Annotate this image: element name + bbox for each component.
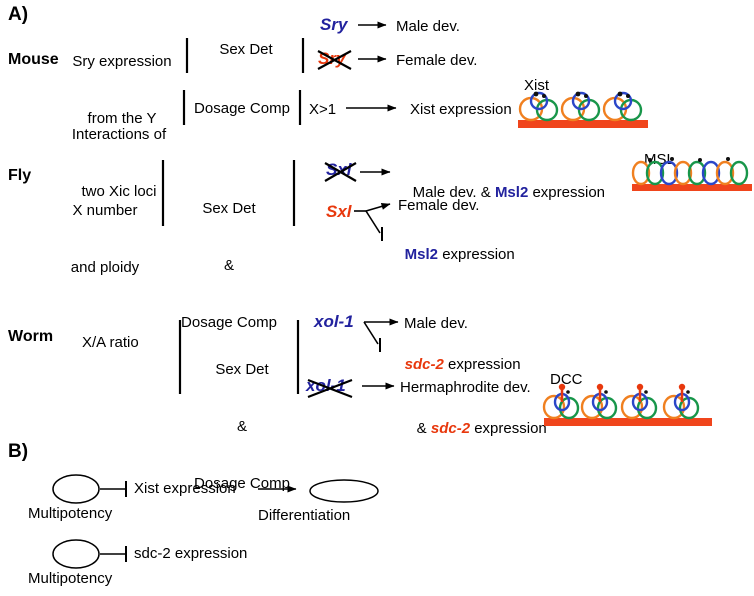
worm-process: Sex Det & Dosage Comp [186, 322, 298, 531]
organism-label-worm: Worm [8, 328, 54, 345]
gene-sry-inactive: Sry [318, 49, 346, 68]
mouse-signal-1-line2: from the Y [87, 110, 157, 127]
outcome-female-dev-fly: Female dev. [398, 197, 480, 214]
fly-signal-line2: and ploidy [70, 259, 140, 276]
multipotent-cell-icon [52, 474, 100, 504]
sdc2-repression-label: sdc-2 expression [134, 545, 248, 562]
gene-xol1-inactive: xol-1 [306, 376, 346, 395]
gene-xol1-active: xol-1 [314, 312, 354, 331]
outcome-xist-expression: Xist expression [410, 101, 512, 118]
arrow-sxl-female [365, 203, 391, 212]
dcc-chromatin-icon [542, 383, 712, 426]
fly-male-outcome: Male dev. & Msl2 expression [396, 164, 605, 221]
fly-msl2-repressed-post: expression [438, 246, 515, 263]
fly-male-outcome-pre: Male dev. & [412, 184, 495, 201]
multipotency-label-2: Multipotency [28, 570, 113, 587]
gene-msl2-expressed: Msl2 [494, 184, 529, 201]
mouse-signal-2: Interactions of two Xic loci [54, 87, 184, 239]
mouse-signal-2-line1: Interactions of [71, 126, 167, 143]
fly-male-outcome-post: expression [528, 184, 606, 201]
outcome-female-dev-mouse: Female dev. [396, 52, 478, 69]
xist-repression-label: Xist expression [134, 480, 236, 497]
panel-a-label: A) [8, 4, 29, 25]
panel-b-label: B) [8, 441, 29, 462]
worm-process-line1: Sex Det [215, 361, 269, 378]
differentiated-cell-icon [309, 479, 379, 503]
fly-signal-line1: X number [72, 202, 138, 219]
mouse-signal-2-line2: two Xic loci [81, 183, 157, 200]
outcome-male-dev-worm: Male dev. [404, 315, 468, 332]
fly-process: Sex Det & Dosage Comp [168, 161, 290, 370]
condition-x-gt-1: X>1 [309, 101, 337, 118]
gene-sxl-active: Sxl [326, 202, 352, 221]
dcc-graphic-label: DCC [550, 371, 583, 388]
worm-sdc2-repressed: sdc-2 expression [388, 336, 521, 393]
fly-process-line3: Dosage Comp [181, 314, 277, 331]
fly-msl2-repressed: Msl2 expression [388, 226, 515, 283]
fly-signal: X number and ploidy [48, 163, 162, 315]
gene-sdc2-repressed: sdc-2 [404, 356, 444, 373]
mouse-signal-1-line1: Sry expression [72, 53, 172, 70]
gene-msl2-repressed: Msl2 [404, 246, 439, 263]
organism-label-fly: Fly [8, 167, 32, 184]
organism-label-mouse: Mouse [8, 51, 59, 68]
multipotency-label-1: Multipotency [28, 505, 113, 522]
differentiation-label: Differentiation [258, 507, 351, 524]
mouse-process-sexdet: Sex Det [219, 41, 273, 58]
multipotent-cell-icon [52, 539, 100, 569]
inhibition-line-sdc2 [363, 321, 379, 345]
outcome-male-dev-mouse: Male dev. [396, 18, 460, 35]
worm-sdc2-expressed-line: & sdc-2 expression [400, 400, 547, 457]
outcome-hermaphrodite: Hermaphrodite dev. [400, 379, 531, 396]
fly-process-line1: Sex Det [202, 200, 256, 217]
xist-chromatin-icon [518, 91, 648, 128]
worm-sdc2-repressed-post: expression [443, 356, 521, 373]
worm-process-line2: & [236, 418, 247, 435]
msl-graphic-label: MSL [644, 151, 675, 168]
worm-sdc2-expressed-pre: & [416, 420, 431, 437]
worm-sdc2-expressed-post: expression [470, 420, 547, 437]
gene-sry-active: Sry [320, 15, 348, 34]
gene-sxl-inactive: Sxl [326, 160, 352, 179]
fly-process-line2: & [223, 257, 234, 274]
worm-process-line3: Dosage Comp [194, 475, 290, 492]
xist-graphic-label: Xist [524, 77, 550, 94]
mouse-signal-1: Sry expression from the Y [57, 14, 187, 166]
inhibition-line-msl2 [365, 210, 381, 234]
worm-signal: X/A ratio [82, 334, 139, 351]
mouse-process-dosage: Dosage Comp [194, 100, 290, 117]
gene-sdc2-expressed: sdc-2 [430, 420, 471, 437]
